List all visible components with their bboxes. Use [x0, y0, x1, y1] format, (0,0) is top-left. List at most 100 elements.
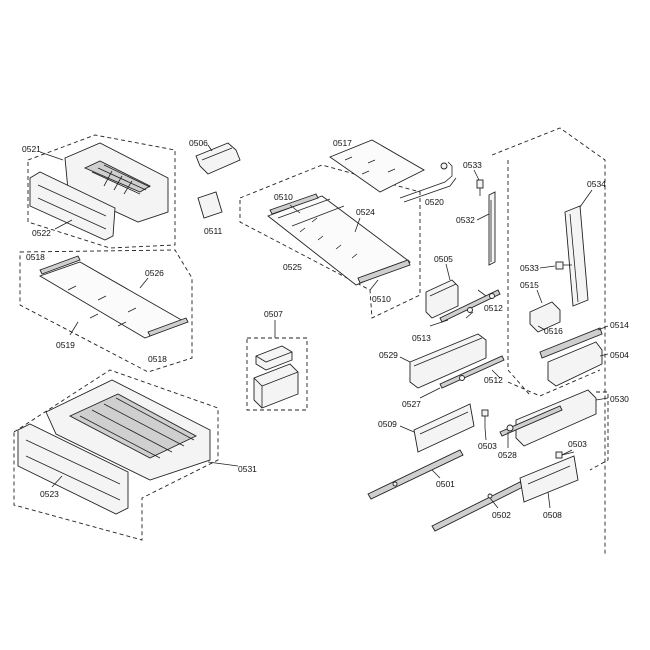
leader-0533a: [473, 169, 480, 181]
group-outline-glass-shelf: [239, 164, 421, 319]
part-0508-plate: [519, 455, 579, 503]
label-0510-upper: 0510: [274, 192, 293, 202]
leader-0504: [599, 353, 609, 357]
label-0511: 0511: [204, 226, 223, 236]
part-0511-plate: [197, 191, 223, 219]
leader-0502: [489, 497, 499, 509]
leader-0512a: [465, 311, 474, 319]
label-0527: 0527: [402, 399, 421, 409]
part-0515-slide: [439, 289, 501, 323]
label-0518-lower: 0518: [148, 354, 167, 364]
label-0515: 0515: [520, 280, 539, 290]
leader-0533b: [539, 265, 556, 269]
leader-0530: [595, 397, 609, 401]
label-0514: 0514: [610, 320, 629, 330]
label-0534: 0534: [587, 179, 606, 189]
frame-outline-lower: [507, 369, 601, 397]
leader-0501: [431, 469, 441, 479]
label-0520: 0520: [425, 197, 444, 207]
leader-0534: [579, 189, 593, 208]
part-0516-bracket: [529, 301, 561, 333]
part-0517-glass: [329, 139, 425, 193]
leader-0508: [547, 491, 551, 509]
leader-0505: [445, 263, 451, 281]
label-0522: 0522: [32, 228, 51, 238]
leader-0521: [39, 151, 64, 161]
leader-0523: [51, 475, 63, 488]
part-0520-bracket: [399, 161, 457, 203]
leader-0524: [354, 217, 361, 233]
part-0533-screw-upper: [476, 179, 484, 196]
label-0532: 0532: [456, 215, 475, 225]
label-0533-upper: 0533: [463, 160, 482, 170]
part-0533-screw-lower: [555, 261, 572, 270]
label-0528: 0528: [498, 450, 517, 460]
leader-0510b: [369, 279, 379, 291]
leader-0509: [399, 425, 415, 433]
group-outline-0507: [246, 337, 308, 411]
part-trim-0518-upper: [39, 255, 81, 275]
leader-0506: [207, 144, 213, 152]
label-0521: 0521: [22, 144, 41, 154]
leader-0532: [476, 213, 490, 221]
label-0526: 0526: [145, 268, 164, 278]
part-0530-front: [515, 389, 597, 447]
part-0507-bin-upper: [255, 345, 293, 371]
group-outline-lower-drawer: [13, 369, 219, 541]
part-0534-side-rail: [564, 205, 589, 307]
leader-0522: [54, 219, 73, 230]
label-0518-upper: 0518: [26, 252, 45, 262]
part-0504-front: [547, 341, 603, 387]
part-0527-slide: [439, 355, 505, 389]
label-0525: 0525: [283, 262, 302, 272]
label-0501: 0501: [436, 479, 455, 489]
leader-0516: [537, 325, 546, 331]
part-upper-drawer-front: [29, 171, 116, 241]
leader-0503a: [484, 427, 487, 441]
part-0501-slide: [367, 449, 464, 500]
part-0509-plate: [413, 403, 475, 453]
leader-0527: [419, 387, 441, 399]
frame-outline-right: [491, 127, 606, 555]
part-0514-rail: [539, 327, 603, 359]
label-0506: 0506: [189, 138, 208, 148]
label-0512-lower: 0512: [484, 375, 503, 385]
label-0531: 0531: [238, 464, 257, 474]
label-0503-b: 0503: [568, 439, 587, 449]
label-0503-a: 0503: [478, 441, 497, 451]
label-0517: 0517: [333, 138, 352, 148]
label-0508: 0508: [543, 510, 562, 520]
part-shelf-trim-front: [269, 193, 319, 215]
label-0533-lower: 0533: [520, 263, 539, 273]
leader-0512b: [491, 369, 501, 379]
part-0507-bin-lower: [253, 363, 299, 409]
part-0529-front: [409, 333, 487, 389]
leader-0529: [399, 356, 411, 363]
part-trim-0518-lower: [147, 317, 189, 337]
label-0502: 0502: [492, 510, 511, 520]
label-0524: 0524: [356, 207, 375, 217]
part-upper-drawer-bin: [64, 142, 169, 223]
group-outline-lower-shelf: [19, 249, 193, 373]
part-0523-drawer-front: [17, 423, 129, 515]
label-0519: 0519: [56, 340, 75, 350]
leader-0526: [139, 277, 149, 289]
label-0509: 0509: [378, 419, 397, 429]
leader-0514: [597, 325, 609, 331]
label-0529: 0529: [379, 350, 398, 360]
label-0516: 0516: [544, 326, 563, 336]
group-outline-upper-drawer: [27, 134, 176, 249]
part-0506-cover: [195, 142, 241, 175]
part-0528-slide: [499, 405, 563, 437]
leader-0519: [69, 321, 79, 336]
label-0530: 0530: [610, 394, 629, 404]
part-0503-screw-a: [481, 409, 489, 428]
label-0523: 0523: [40, 489, 59, 499]
part-0531-drawer-bin: [45, 379, 211, 481]
label-0504: 0504: [610, 350, 629, 360]
label-0510-lower: 0510: [372, 294, 391, 304]
part-0505-front: [425, 279, 459, 319]
frame-outline-right-lower: [589, 391, 609, 471]
